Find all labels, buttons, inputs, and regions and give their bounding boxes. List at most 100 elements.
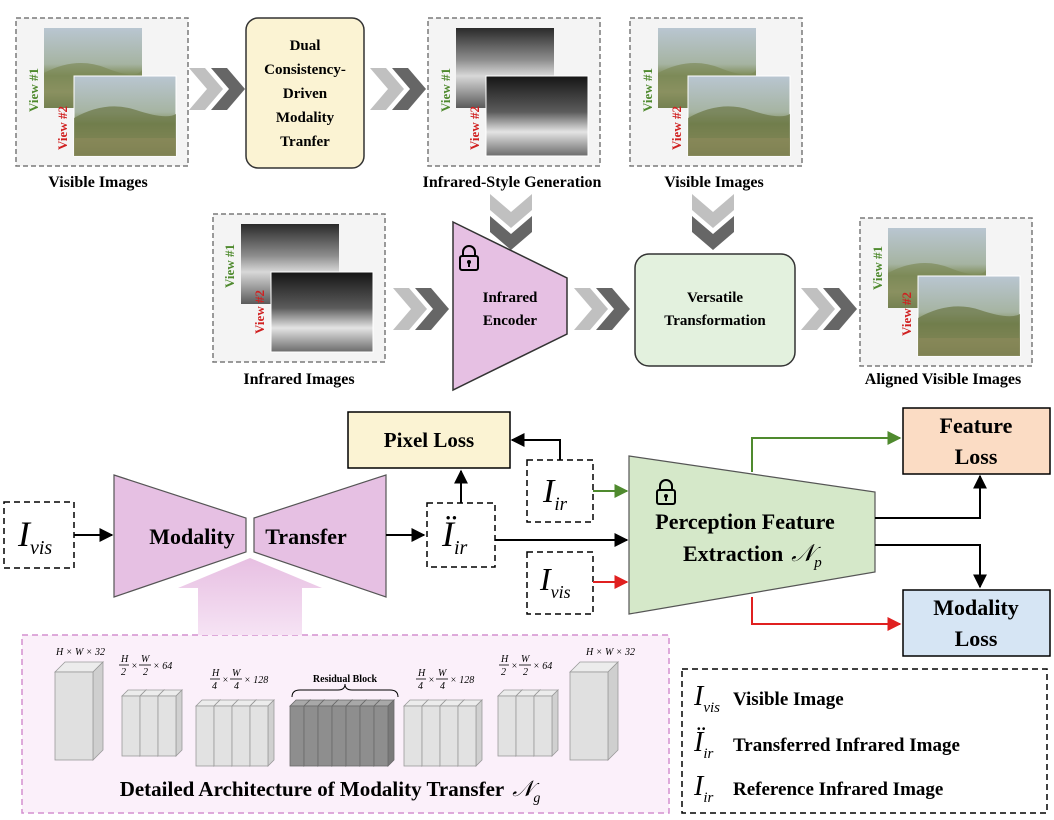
dim-label: H × W × 32 — [55, 647, 105, 658]
ivis-main: I — [17, 514, 32, 554]
encoder-stage-2 — [121, 689, 183, 757]
visible-images-label: Visible Images — [48, 174, 147, 191]
legend-text: Visible Image — [733, 689, 844, 710]
caption-symbol-sub: g — [533, 791, 540, 806]
infrared-images-label: Infrared Images — [243, 371, 354, 388]
dim-fraction-group: H 2 × W 2 × 64 — [119, 654, 172, 678]
ivis-sub: vis — [30, 537, 52, 559]
svg-text:×: × — [428, 675, 435, 686]
svg-text:Ivis: Ivis — [539, 561, 571, 602]
aligned-visible-group: View #1 View #2 Aligned Visible Images — [859, 217, 1033, 388]
dim-ch: × 64 — [533, 661, 552, 672]
versatile-line-2: Transformation — [664, 313, 766, 329]
view1-label: View #1 — [870, 246, 885, 290]
view2-label: View #2 — [669, 106, 684, 150]
dim-ch: × 64 — [153, 661, 172, 672]
dim-den: 2 — [121, 667, 126, 678]
architecture-caption: Detailed Architecture of Modality Transf… — [120, 777, 505, 801]
ref-ivis-box: Ivis — [526, 551, 594, 615]
dim-den: 4 — [212, 681, 217, 692]
dim-num: H — [211, 668, 220, 679]
arrow-to-modality-loss — [875, 544, 987, 589]
modality-loss-box: Modality Loss — [902, 589, 1051, 657]
visible-images-label: Visible Images — [664, 174, 763, 191]
dim-num: W — [521, 654, 531, 665]
transfer-line-1: Dual — [290, 38, 321, 54]
residual-brace — [291, 683, 399, 698]
dim-den: 4 — [418, 681, 423, 692]
encoder-stage-3 — [195, 699, 275, 767]
legend-symbol: I — [693, 771, 705, 802]
svg-text:×: × — [511, 661, 518, 672]
view2-label: View #2 — [899, 292, 914, 336]
perception-line-1: Perception Feature — [655, 509, 835, 534]
decoder-stage-2 — [497, 689, 559, 757]
iir-sub: ir — [454, 537, 468, 559]
arrow-to-feature-loss — [875, 474, 987, 519]
svg-text:Iir: Iir — [542, 473, 568, 515]
transfer-line-3: Driven — [283, 86, 328, 102]
view1-label: View #1 — [222, 244, 237, 288]
legend-symbol: I — [693, 681, 705, 712]
infrared-style-group: View #1 View #2 Infrared-Style Generatio… — [423, 17, 602, 191]
dim-den: 2 — [523, 667, 528, 678]
feature-loss-line-1: Feature — [940, 413, 1013, 438]
ref-ivis-main: I — [539, 561, 552, 597]
input-ivis-box: Ivis — [3, 501, 75, 569]
dim-den: 2 — [501, 667, 506, 678]
dim-ch: × 128 — [244, 675, 268, 686]
feature-loss-line-2: Loss — [955, 444, 998, 469]
perception-line-2: Extraction — [683, 541, 783, 566]
modality-loss-line-2: Loss — [955, 626, 998, 651]
svg-text:Detailed Architecture of Modal: Detailed Architecture of Modality Transf… — [120, 776, 541, 806]
legend-symbol: Ï — [693, 727, 706, 758]
flow-chevron-icon — [574, 288, 630, 330]
svg-text:Ivis: Ivis — [17, 514, 52, 559]
dim-num: W — [438, 668, 448, 679]
dim-fraction-group: H 4 × W 4 × 128 — [416, 668, 474, 692]
view2-label: View #2 — [55, 106, 70, 150]
upward-arrow-icon — [178, 558, 322, 635]
legend-item: Iir Reference Infrared Image — [693, 771, 943, 806]
feature-loss-box: Feature Loss — [902, 407, 1051, 475]
output-iir-box: Ïir — [426, 502, 496, 568]
flow-chevron-icon — [801, 288, 857, 330]
pixel-loss-box: Pixel Loss — [347, 411, 511, 469]
versatile-transformation-box: Versatile Transformation — [634, 253, 796, 367]
dim-num: H — [417, 668, 426, 679]
svg-text:×: × — [222, 675, 229, 686]
encoder-line-1: Infrared — [483, 290, 538, 306]
dim-den: 4 — [440, 681, 445, 692]
dim-den: 2 — [143, 667, 148, 678]
transfer-label: Transfer — [265, 524, 347, 549]
transfer-line-2: Consistency- — [264, 62, 346, 78]
view1-label: View #1 — [438, 68, 453, 112]
aligned-images-label: Aligned Visible Images — [865, 371, 1021, 388]
visible-images-group-1: View #1 View #2 Visible Images — [15, 17, 189, 191]
modality-loss-line-1: Modality — [933, 595, 1019, 620]
legend-item: Ïir Transferred Infrared Image — [693, 727, 960, 762]
legend-symbol-sub: ir — [703, 746, 713, 762]
legend-symbol-sub: ir — [703, 790, 713, 806]
dim-ch: × 128 — [450, 675, 474, 686]
dim-fraction-group: H 4 × W 4 × 128 — [210, 668, 268, 692]
view2-label: View #2 — [252, 290, 267, 334]
infrared-style-label: Infrared-Style Generation — [423, 174, 602, 191]
down-chevron-icon — [692, 194, 734, 250]
dim-num: W — [232, 668, 242, 679]
encoder-stage-1 — [54, 661, 104, 761]
dim-num: H — [500, 654, 509, 665]
architecture-panel: H × W × 32 H 2 × W 2 × 64 H 4 × W 4 × 12… — [21, 558, 670, 814]
dim-fraction-group: H 2 × W 2 × 64 — [499, 654, 552, 678]
legend-text: Reference Infrared Image — [733, 779, 943, 800]
ref-ivis-sub: vis — [551, 582, 571, 602]
dual-consistency-transfer-box: Dual Consistency- Driven Modality Tranfe… — [245, 17, 365, 169]
decoder-stage-1 — [403, 699, 483, 767]
svg-text:Ïir: Ïir — [441, 514, 468, 559]
iir-main: Ï — [441, 514, 457, 554]
legend-text: Transferred Infrared Image — [733, 735, 960, 756]
flow-chevron-icon — [393, 288, 449, 330]
infrared-encoder-block: Infrared Encoder — [452, 220, 568, 392]
ref-iir-main: I — [542, 473, 556, 510]
